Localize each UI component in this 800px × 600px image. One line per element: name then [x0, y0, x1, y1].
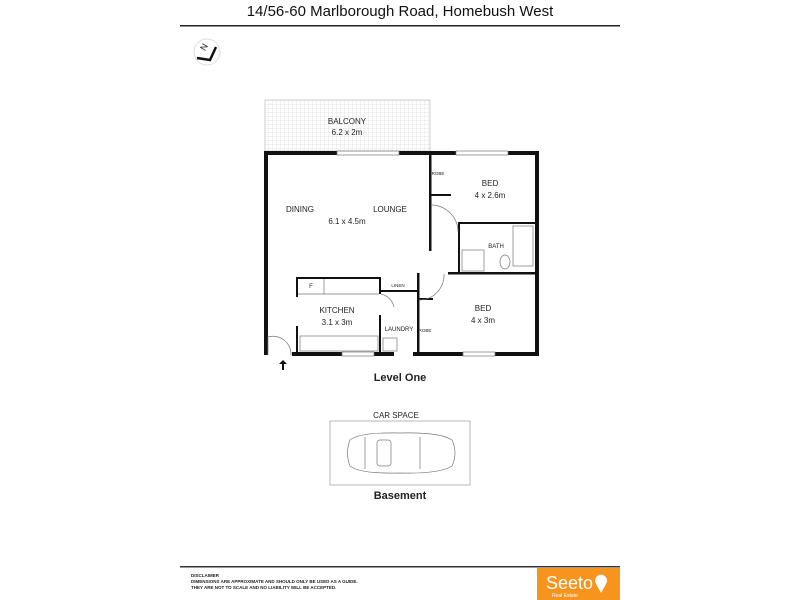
location-pin-icon — [595, 574, 608, 593]
dining-label: DINING — [286, 205, 314, 214]
walls — [264, 151, 539, 356]
kitchen-label: KITCHEN — [319, 306, 354, 315]
linen-label: LINEN — [391, 283, 404, 288]
page-title: 14/56-60 Marlborough Road, Homebush West — [247, 3, 554, 20]
bed2-label: BED — [475, 304, 492, 313]
car-space-box — [329, 420, 471, 486]
svg-text:Seeto: Seeto — [546, 573, 593, 593]
windows-and-fixtures — [267, 150, 534, 357]
laundry-label: LAUNDRY — [385, 327, 414, 333]
robe1-label: ROBE — [432, 171, 445, 176]
level-one-label: Level One — [374, 372, 427, 384]
lounge-label: LOUNGE — [373, 205, 407, 214]
disclaimer-line1: DIMENSIONS ARE APPROXIMATE AND SHOULD ON… — [191, 579, 358, 584]
svg-text:Real Estate: Real Estate — [552, 593, 578, 599]
bed1-size: 4 x 2.6m — [475, 191, 506, 200]
header-divider — [180, 25, 620, 27]
living-size: 6.1 x 4.5m — [328, 217, 366, 226]
balcony-area — [264, 99, 431, 152]
disclaimer-line2: THEY ARE NOT TO SCALE AND NO LIABILITY W… — [191, 585, 336, 590]
bed2-size: 4 x 3m — [471, 316, 495, 325]
bed1-label: BED — [482, 179, 499, 188]
seeto-logo: Seeto Real Estate — [537, 568, 620, 600]
basement-label: Basement — [374, 490, 427, 502]
footer-divider — [180, 566, 620, 568]
robe2-label: ROBE — [419, 328, 432, 333]
balcony-size: 6.2 x 2m — [332, 128, 363, 137]
north-compass-icon: N — [193, 38, 221, 66]
balcony-label: BALCONY — [328, 117, 367, 126]
bath-label: BATH — [488, 244, 504, 250]
car-icon — [347, 432, 456, 474]
entry-arrow-icon — [279, 360, 287, 370]
kitchen-size: 3.1 x 3m — [322, 318, 353, 327]
disclaimer-title: DISCLAIMER — [191, 573, 220, 578]
car-space-label: CAR SPACE — [373, 411, 419, 420]
fridge-label: F — [309, 284, 313, 290]
svg-text:N: N — [198, 42, 210, 53]
